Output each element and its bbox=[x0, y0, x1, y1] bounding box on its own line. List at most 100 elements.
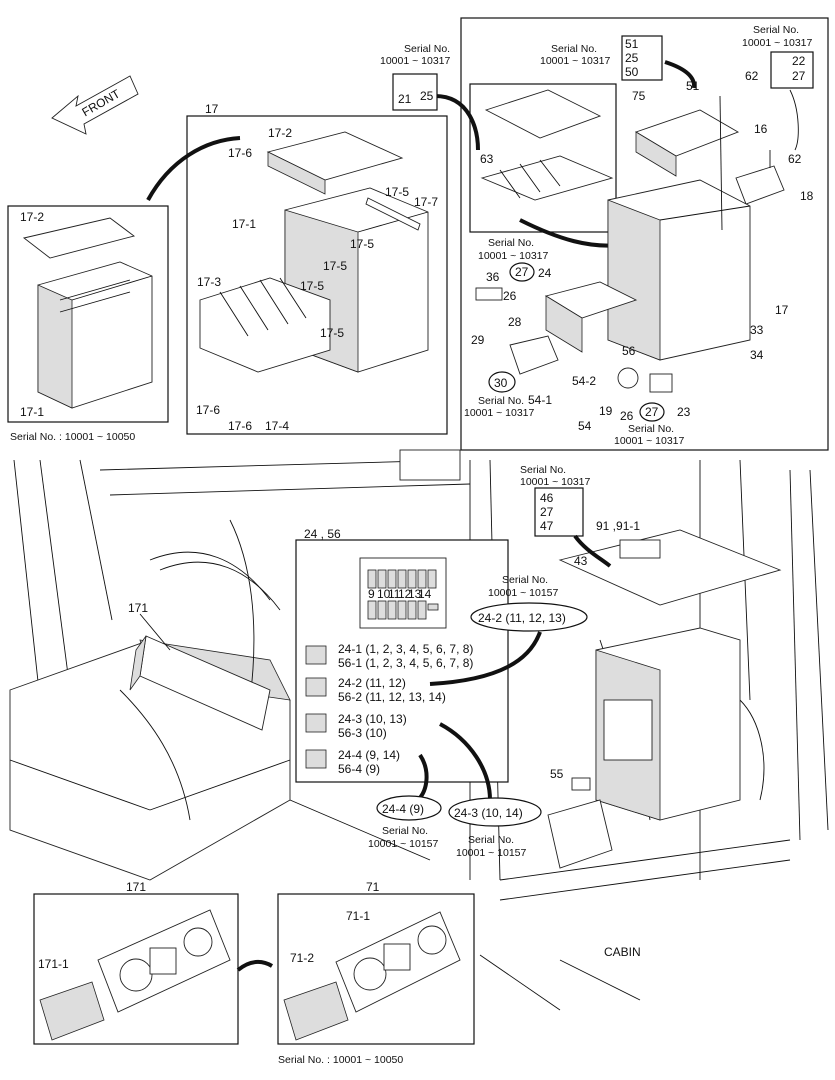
fuse-row-4b: 56-4 (9) bbox=[338, 762, 380, 776]
arrow-22 bbox=[789, 89, 799, 151]
serial-244-range: 10001 ~ 10157 bbox=[368, 838, 439, 850]
label-17-1: 17-1 bbox=[232, 217, 256, 231]
label-17-5a: 17-5 bbox=[385, 185, 409, 199]
gauge171-title: 171 bbox=[126, 880, 146, 894]
part-54: 54 bbox=[578, 419, 592, 433]
part-46: 46 bbox=[540, 491, 554, 505]
slot-13: 13 bbox=[408, 587, 422, 601]
label-17-5b: 17-5 bbox=[350, 237, 374, 251]
part-62a: 62 bbox=[745, 69, 759, 83]
part-30-oval bbox=[488, 371, 516, 393]
cabin-label: CABIN bbox=[604, 945, 641, 959]
fuse-row-3b: 56-3 (10) bbox=[338, 726, 387, 740]
serial-51-title: Serial No. bbox=[551, 43, 597, 55]
serial-21-range: 10001 ~ 10317 bbox=[380, 55, 451, 67]
group17-serial: Serial No. : 10001 ~ 10050 bbox=[10, 431, 135, 443]
gauge71-label2: 71-2 bbox=[290, 951, 314, 965]
callout-244-oval bbox=[376, 795, 442, 821]
label-17-6b: 17-6 bbox=[196, 403, 220, 417]
part-26: 26 bbox=[503, 289, 517, 303]
serial-30-title: Serial No. bbox=[478, 395, 524, 407]
part-27c: 27 bbox=[515, 265, 529, 279]
inset-label-17-2: 17-2 bbox=[20, 210, 44, 224]
part-56: 56 bbox=[622, 344, 636, 358]
serial-30-range: 10001 ~ 10317 bbox=[464, 407, 535, 419]
gauge-cluster-in-cab bbox=[129, 635, 271, 731]
part-24: 24 bbox=[538, 266, 552, 280]
serial-51-range: 10001 ~ 10317 bbox=[540, 55, 611, 67]
serial-46-box bbox=[534, 487, 584, 537]
inset-label-17-1: 17-1 bbox=[20, 405, 44, 419]
gauge71-drawing bbox=[283, 911, 461, 1041]
part-26b: 26 bbox=[620, 409, 634, 423]
serial-244-title: Serial No. bbox=[382, 825, 428, 837]
slot-12: 12 bbox=[398, 587, 412, 601]
serial-21-box bbox=[392, 73, 438, 111]
slot-10: 10 bbox=[377, 587, 391, 601]
label-17-4: 17-4 bbox=[265, 419, 289, 433]
gauge71-title: 71 bbox=[366, 880, 380, 894]
part-51: 51 bbox=[625, 37, 639, 51]
serial-27a-title: Serial No. bbox=[488, 237, 534, 249]
part-17: 17 bbox=[775, 303, 789, 317]
serial-171: Serial No. : 10001 ~ 10050 bbox=[278, 1054, 403, 1066]
fuse-row-1a: 24-1 (1, 2, 3, 4, 5, 6, 7, 8) bbox=[338, 642, 473, 656]
label-17-5d: 17-5 bbox=[300, 279, 324, 293]
label-17-3: 17-3 bbox=[197, 275, 221, 289]
label-36 bbox=[475, 287, 503, 301]
part-27d-oval bbox=[639, 402, 665, 422]
part-27c-oval bbox=[509, 262, 535, 282]
fuse-row-3a: 24-3 (10, 13) bbox=[338, 712, 407, 726]
part-34: 34 bbox=[750, 348, 764, 362]
serial-243-title: Serial No. bbox=[468, 834, 514, 846]
part-91: 91 ,91-1 bbox=[596, 519, 640, 533]
part-22: 22 bbox=[792, 54, 806, 68]
inset-cabinet bbox=[22, 217, 153, 409]
relay-module bbox=[480, 89, 614, 201]
part-25b: 25 bbox=[625, 51, 639, 65]
label-17-7: 17-7 bbox=[414, 195, 438, 209]
part-16: 16 bbox=[754, 122, 768, 136]
link-arrow-243 bbox=[439, 722, 492, 801]
link-arrow-171 bbox=[236, 959, 274, 972]
cab-electrical-box bbox=[547, 529, 782, 869]
part-30: 30 bbox=[494, 376, 508, 390]
group17-exploded-cabinet bbox=[199, 131, 429, 373]
serial-46-range: 10001 ~ 10317 bbox=[520, 476, 591, 488]
serial-27a-range: 10001 ~ 10317 bbox=[478, 250, 549, 262]
group17-link-arrow bbox=[146, 136, 241, 201]
fuse-row-4a: 24-4 (9, 14) bbox=[338, 748, 400, 762]
part-171: 171 bbox=[128, 601, 148, 615]
part-47: 47 bbox=[540, 519, 554, 533]
slot-14: 14 bbox=[418, 587, 432, 601]
part-21: 21 bbox=[398, 92, 412, 106]
serial-21-title: Serial No. bbox=[404, 43, 450, 55]
part-54-1: 54-1 bbox=[528, 393, 552, 407]
serial-242-title: Serial No. bbox=[502, 574, 548, 586]
gauge71-label1: 71-1 bbox=[346, 909, 370, 923]
serial-46-title: Serial No. bbox=[520, 464, 566, 476]
label-17-6c: 17-6 bbox=[228, 419, 252, 433]
serial-22-title: Serial No. bbox=[753, 24, 799, 36]
serial-242-range: 10001 ~ 10157 bbox=[488, 587, 559, 599]
fuse-slots bbox=[367, 569, 439, 620]
part-54-2: 54-2 bbox=[572, 374, 596, 388]
slot-11: 11 bbox=[388, 587, 401, 601]
part-75: 75 bbox=[632, 89, 646, 103]
fuse-row-2b: 56-2 (11, 12, 13, 14) bbox=[338, 690, 446, 704]
callout-242: 24-2 (11, 12, 13) bbox=[478, 611, 566, 625]
link-arrow-21 bbox=[434, 94, 480, 151]
part-36: 36 bbox=[486, 270, 500, 284]
part-28: 28 bbox=[508, 315, 522, 329]
serial-51-box bbox=[621, 35, 663, 81]
controller-unit bbox=[607, 95, 785, 361]
fuse-panel-title: 24 , 56 bbox=[304, 527, 341, 541]
part-19: 19 bbox=[599, 404, 613, 418]
callout-243-oval bbox=[448, 797, 542, 827]
serial-27b-title: Serial No. bbox=[628, 423, 674, 435]
part-27e: 27 bbox=[540, 505, 554, 519]
fuse-row-2a: 24-2 (11, 12) bbox=[338, 676, 406, 690]
slot-9: 9 bbox=[368, 587, 375, 601]
gauge171-label: 171-1 bbox=[38, 957, 69, 971]
group17-title: 17 bbox=[205, 102, 219, 116]
